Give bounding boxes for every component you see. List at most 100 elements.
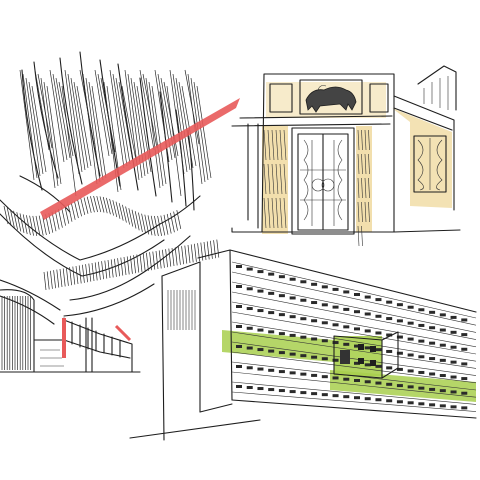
hatch-stroke xyxy=(97,73,113,155)
hatch-stroke xyxy=(69,267,72,286)
window xyxy=(278,275,285,279)
hatch-stroke xyxy=(279,163,283,195)
hatch-stroke xyxy=(216,239,220,258)
hatch-stroke xyxy=(93,195,98,213)
hatch-stroke xyxy=(106,197,111,215)
window xyxy=(332,376,339,380)
hatch-stroke xyxy=(13,210,18,230)
red-accent-post xyxy=(62,318,66,358)
window xyxy=(375,314,382,318)
window xyxy=(268,330,275,334)
hatch-stroke xyxy=(171,247,175,267)
hatch-stroke xyxy=(203,241,207,261)
window xyxy=(332,358,339,362)
window xyxy=(354,379,360,382)
window xyxy=(236,265,242,268)
window xyxy=(278,370,285,374)
hatch-stroke xyxy=(86,196,92,213)
window xyxy=(289,315,296,319)
window xyxy=(429,341,436,345)
hatch-stroke xyxy=(6,207,12,227)
ochre-wash-left-pillar xyxy=(262,126,288,234)
hatch-stroke xyxy=(263,197,267,229)
hatch-stroke xyxy=(190,244,194,263)
hatch-stroke xyxy=(173,211,178,231)
hatch-stroke xyxy=(150,215,156,236)
hatch-stroke xyxy=(206,241,210,260)
window-row-line xyxy=(231,351,477,384)
window-row-line xyxy=(231,381,477,405)
window xyxy=(439,358,446,362)
window xyxy=(407,321,414,325)
hatch-stroke xyxy=(178,246,181,265)
hatch-stroke xyxy=(112,200,118,218)
hatch-stroke xyxy=(110,259,114,278)
hatch-stroke xyxy=(275,197,279,229)
hatch-stroke xyxy=(32,215,38,237)
window xyxy=(268,388,275,392)
window xyxy=(343,307,350,311)
window xyxy=(450,315,457,319)
hatch-stroke xyxy=(88,263,92,282)
window xyxy=(439,313,446,317)
window xyxy=(439,328,446,332)
window xyxy=(429,357,436,361)
hatch-stroke xyxy=(361,153,363,175)
window xyxy=(268,349,275,353)
curved-column xyxy=(0,289,35,373)
hatch-stroke xyxy=(120,257,124,276)
window-row-line xyxy=(231,331,477,369)
hatch-stroke xyxy=(368,177,370,199)
window xyxy=(396,367,403,371)
window xyxy=(332,323,339,327)
window-row-line xyxy=(231,371,477,398)
hatch-stroke xyxy=(271,129,275,161)
hatch-stroke xyxy=(75,265,79,285)
hatch-stroke xyxy=(162,249,165,268)
hatch-stroke xyxy=(357,201,360,223)
housing-block-vignette xyxy=(129,249,477,441)
window xyxy=(236,365,242,368)
hatch-stroke xyxy=(176,210,182,230)
window xyxy=(278,389,285,393)
window xyxy=(364,329,371,333)
hatch-stroke xyxy=(213,240,216,259)
window xyxy=(321,321,328,325)
hatch-stroke xyxy=(46,85,62,185)
hatch-stroke xyxy=(90,196,95,213)
window xyxy=(354,361,360,365)
hatch-stroke xyxy=(144,214,150,235)
window xyxy=(439,374,446,378)
hatch-stroke xyxy=(42,215,47,235)
hatch-stroke xyxy=(115,201,121,219)
window xyxy=(450,405,457,409)
hatch-stroke xyxy=(169,69,185,175)
hatch-stroke xyxy=(34,69,50,151)
hatch-stroke xyxy=(279,197,283,229)
hatch-stroke xyxy=(193,81,209,181)
window xyxy=(321,285,328,289)
hatch-stroke xyxy=(104,260,108,279)
window xyxy=(396,384,403,388)
hatch-stroke xyxy=(275,129,279,161)
window xyxy=(375,364,382,368)
window xyxy=(246,346,253,350)
hatch-stroke xyxy=(178,81,194,169)
window xyxy=(429,326,436,330)
hatch-stroke xyxy=(142,253,146,272)
side-window-grille xyxy=(413,135,447,193)
window xyxy=(439,343,446,347)
window xyxy=(321,303,328,307)
window xyxy=(246,267,253,271)
hatch-stroke xyxy=(122,204,127,223)
hatch-stroke xyxy=(196,85,212,179)
hatch-stroke xyxy=(357,225,360,247)
window xyxy=(300,354,307,358)
window xyxy=(461,333,468,337)
hatch-stroke xyxy=(70,202,76,220)
hatch-stroke xyxy=(210,240,213,259)
window xyxy=(396,400,403,404)
hatch-stroke xyxy=(361,225,363,247)
